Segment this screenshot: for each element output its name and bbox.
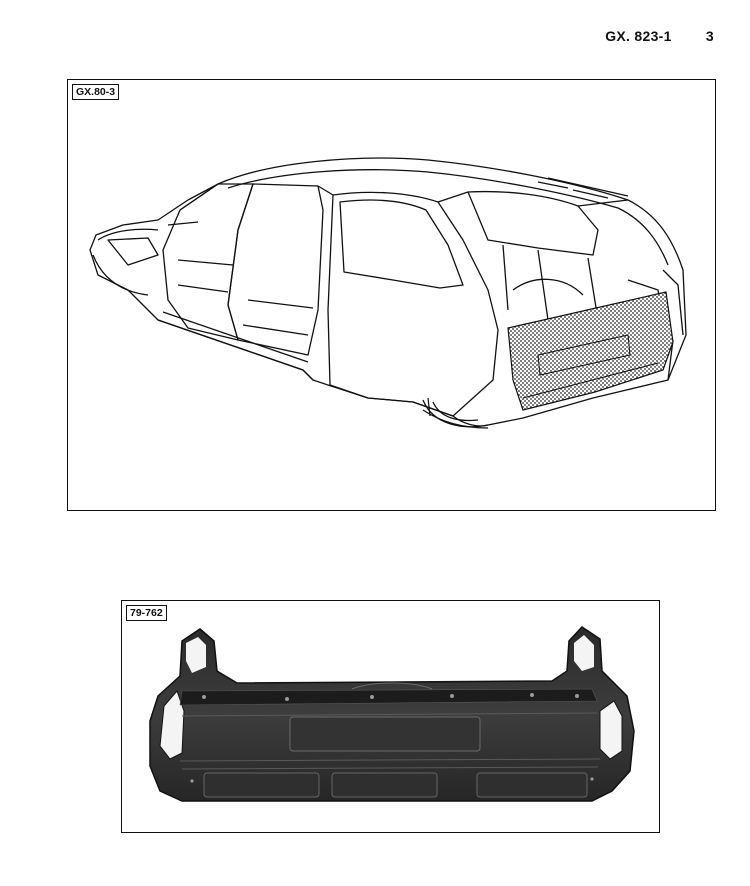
- page-number: 3: [705, 28, 714, 44]
- body-shell-drawing: [89, 157, 687, 429]
- figure-rear-panel: 79-762: [121, 600, 660, 833]
- page-header: GX. 823-1 3: [605, 28, 714, 44]
- figure-label-1: GX.80-3: [72, 84, 120, 100]
- rear-panel-photo: [149, 626, 635, 802]
- document-reference: GX. 823-1: [605, 28, 672, 44]
- figure-label-2: 79-762: [126, 605, 167, 621]
- figure-body-shell: GX.80-3: [67, 79, 716, 511]
